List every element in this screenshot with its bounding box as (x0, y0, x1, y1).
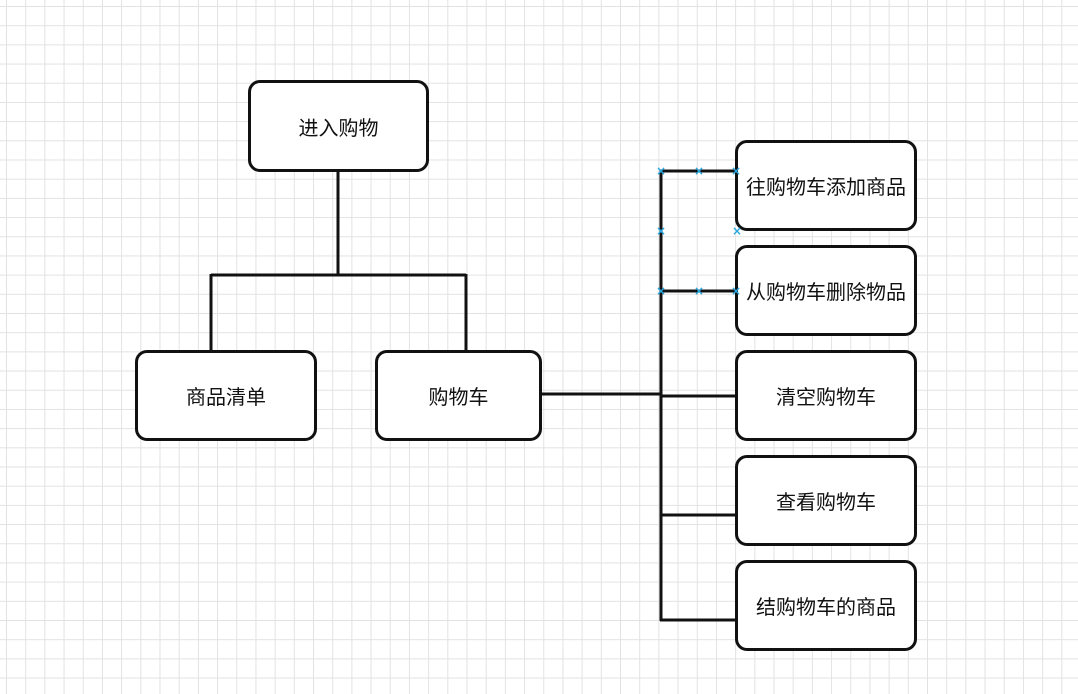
node-label: 查看购物车 (776, 490, 876, 514)
node-label: 清空购物车 (776, 385, 876, 409)
x-marker-icon[interactable]: × (656, 284, 667, 298)
node-label: 购物车 (428, 385, 489, 409)
x-marker-icon[interactable]: × (656, 164, 667, 178)
node-product-list[interactable]: 商品清单 (135, 350, 317, 441)
node-enter-shopping[interactable]: 进入购物 (248, 80, 429, 172)
node-checkout-cart[interactable]: 结购物车的商品 (735, 560, 917, 651)
node-label: 从购物车删除物品 (746, 280, 906, 304)
node-add-to-cart[interactable]: 往购物车添加商品 (735, 140, 917, 231)
node-label: 商品清单 (186, 385, 266, 409)
x-marker-icon[interactable]: × (731, 164, 742, 178)
x-marker-icon[interactable]: × (656, 224, 667, 238)
x-marker-icon[interactable]: × (694, 284, 705, 298)
node-view-cart[interactable]: 查看购物车 (735, 455, 917, 546)
node-remove-from-cart[interactable]: 从购物车删除物品 (735, 245, 917, 336)
x-marker-icon[interactable]: × (731, 284, 742, 298)
node-shopping-cart[interactable]: 购物车 (375, 350, 542, 441)
x-marker-icon[interactable]: × (694, 164, 705, 178)
node-label: 进入购物 (298, 115, 379, 140)
node-clear-cart[interactable]: 清空购物车 (735, 350, 917, 441)
node-label: 结购物车的商品 (756, 595, 896, 619)
node-label: 往购物车添加商品 (746, 175, 906, 199)
x-marker-icon[interactable]: × (732, 224, 743, 238)
